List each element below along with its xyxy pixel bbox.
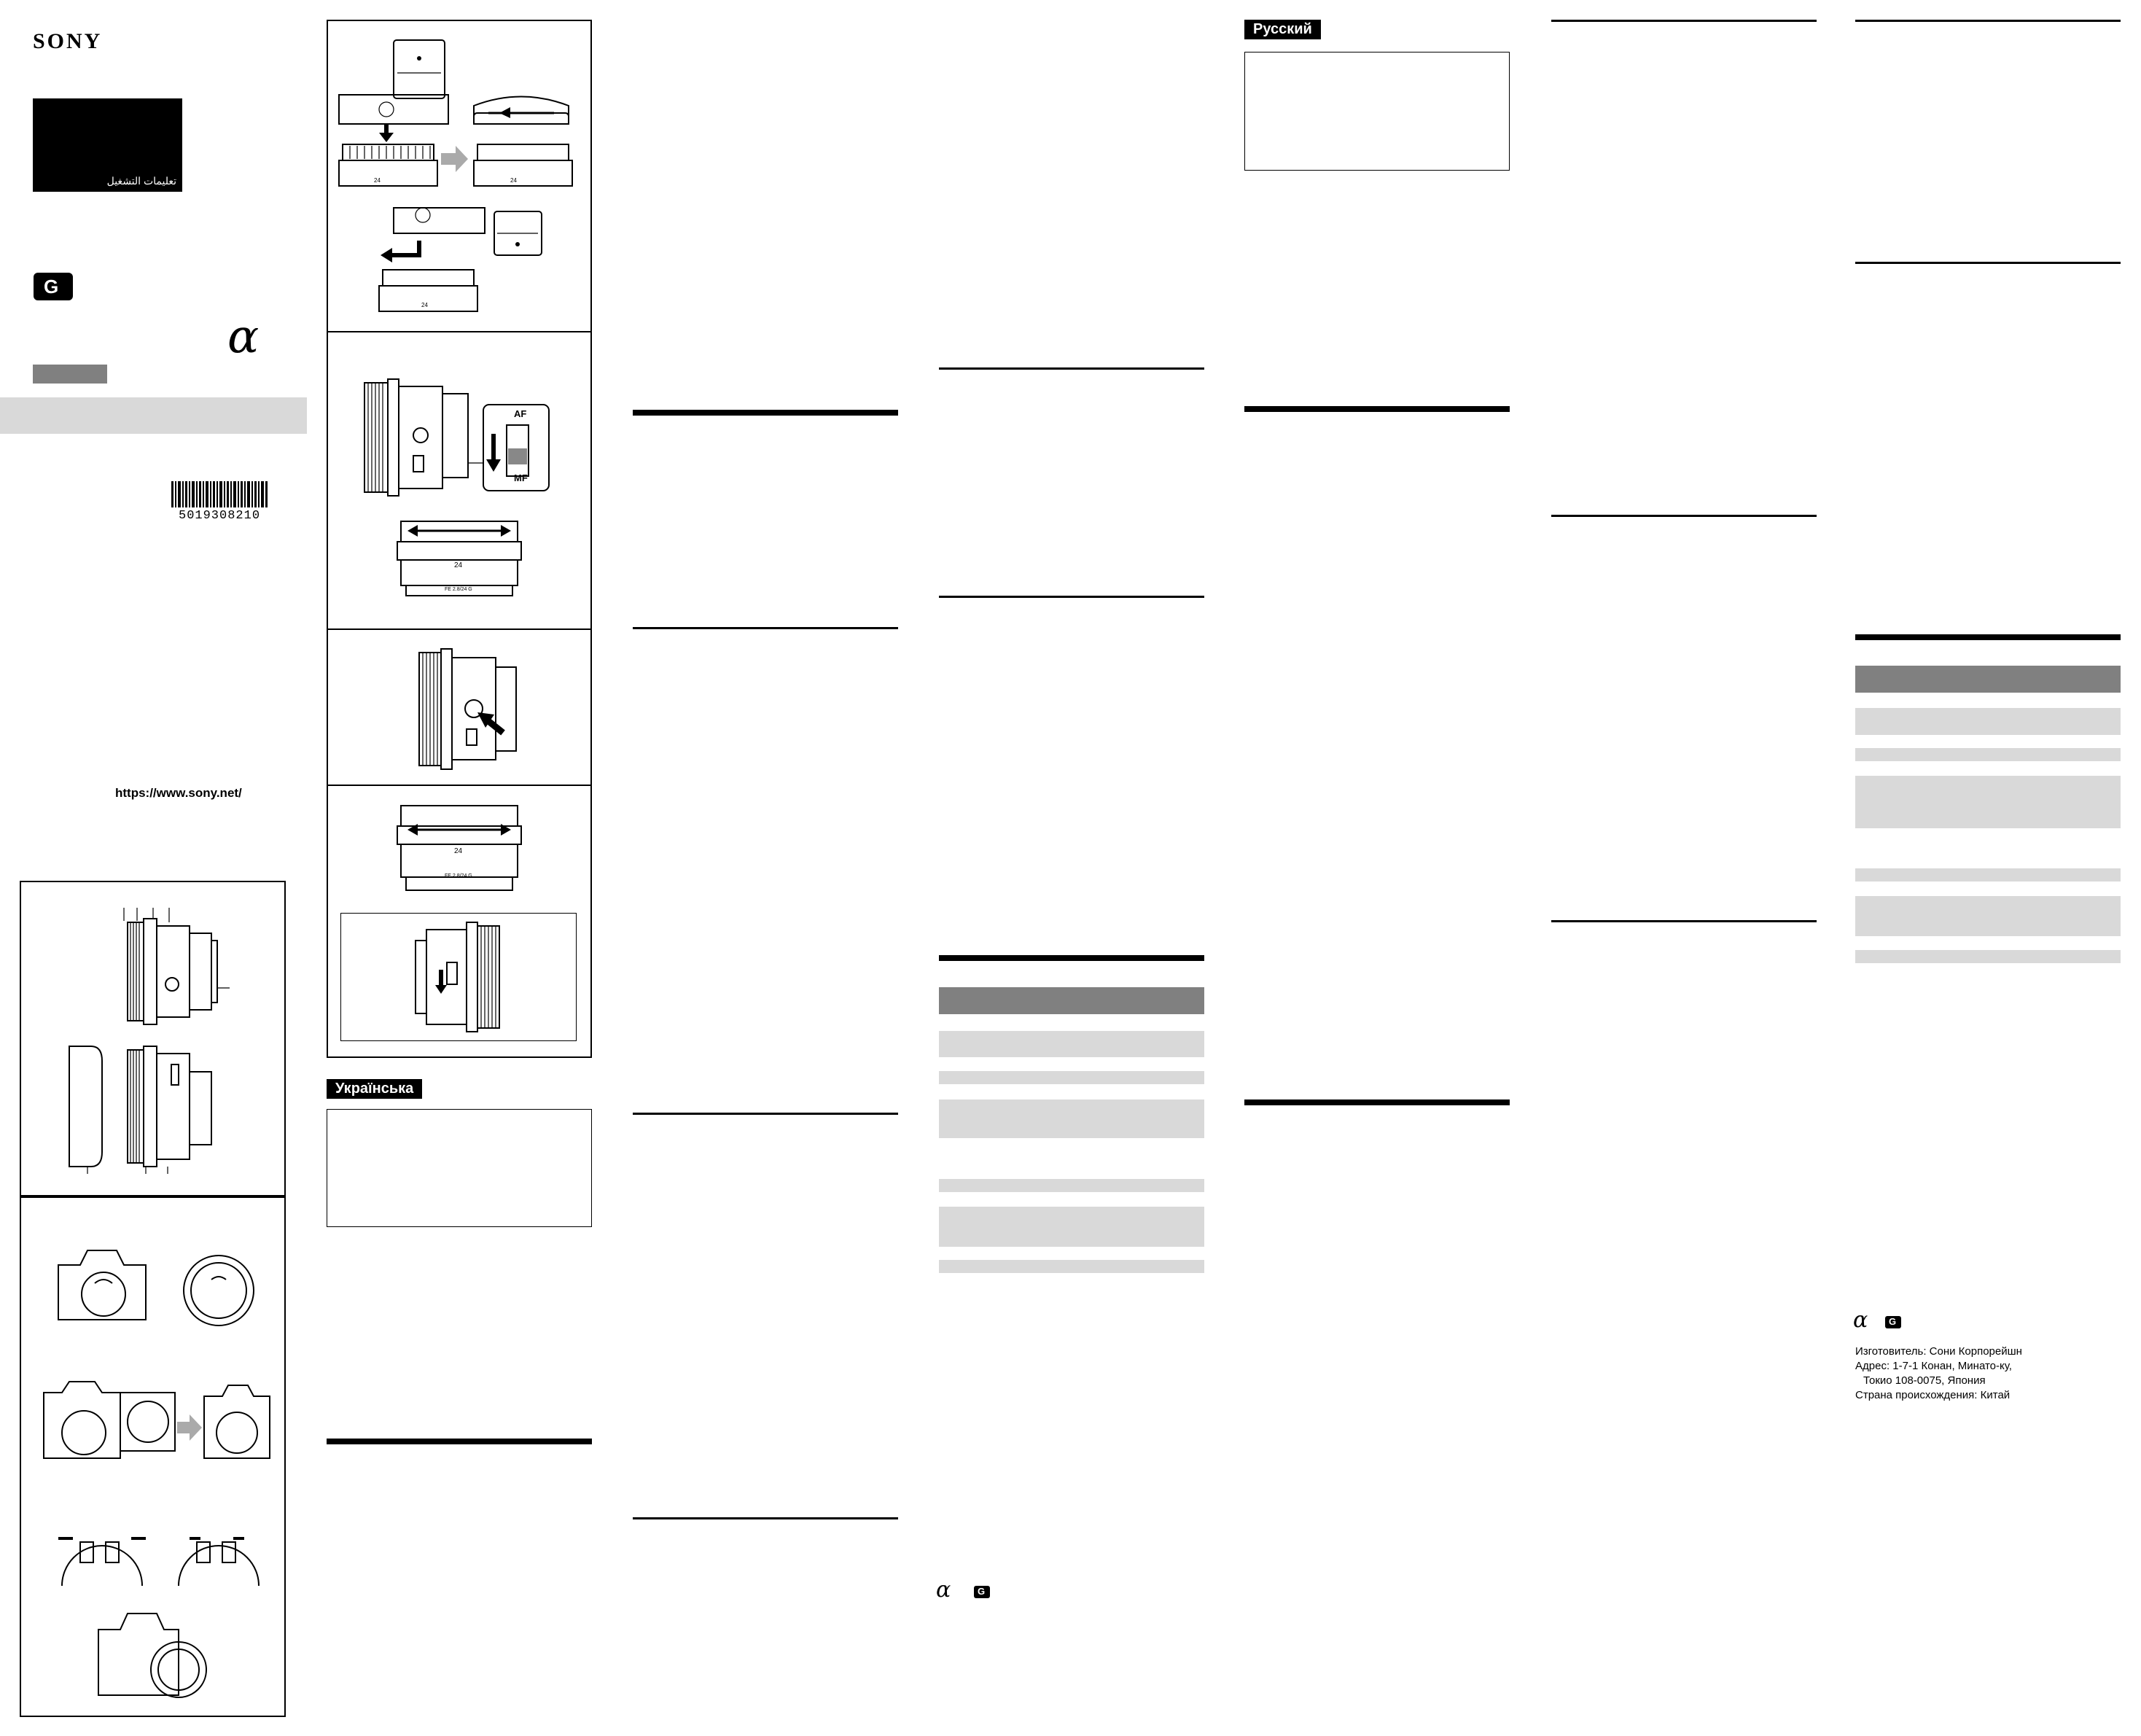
- spec-table-row: [1855, 748, 2121, 761]
- focus-ring-illustration: [397, 521, 522, 596]
- subsection-rule: [633, 627, 898, 629]
- g-badge-icon: G: [34, 273, 73, 300]
- focal-length-marking: 24: [510, 177, 517, 184]
- spec-table-row: [1855, 708, 2121, 735]
- front-cap-illustration: [58, 1537, 260, 1587]
- section-rule: [1244, 1099, 1510, 1105]
- subsection-rule: [939, 367, 1204, 370]
- hood-attach-illustration: [338, 39, 573, 312]
- spec-table-row: [939, 1207, 1204, 1247]
- subsection-rule: [939, 596, 1204, 598]
- address-line-1: Адрес: 1-7-1 Конан, Минато-ку,: [1855, 1360, 2012, 1372]
- section-rule: [1855, 634, 2121, 640]
- country-of-origin: Страна происхождения: Китай: [1855, 1389, 2011, 1401]
- spec-table-row: [939, 1071, 1204, 1084]
- section-rule: [327, 1439, 592, 1444]
- mf-label: MF: [514, 472, 528, 483]
- subsection-rule: [1551, 20, 1817, 22]
- spec-table-row: [1855, 950, 2121, 963]
- sony-logo: SONY: [33, 29, 103, 53]
- russian-notice-box: [1244, 52, 1510, 171]
- spec-table-row: [1855, 868, 2121, 881]
- spec-table-row: [1855, 776, 2121, 828]
- address-line-2: Токио 108-0075, Япония: [1863, 1374, 1986, 1387]
- spec-table-row: [939, 1031, 1204, 1057]
- lens-rear-cap-illustration: [183, 1255, 254, 1326]
- focal-length-marking: 24: [374, 177, 381, 184]
- lens-side-view-illustration: [123, 908, 230, 1025]
- focus-mode-switch-illustration: [364, 378, 550, 497]
- barcode: [171, 481, 268, 507]
- section-rule: [633, 410, 898, 416]
- focus-ring-direction-illustration: [397, 805, 522, 891]
- subsection-rule: [633, 1113, 898, 1115]
- divider: [327, 628, 592, 630]
- lens-rear-view-illustration: [69, 1046, 212, 1174]
- divider: [327, 331, 592, 332]
- camera-body-cap-illustration: [58, 1250, 147, 1320]
- af-label: AF: [514, 408, 527, 419]
- subsection-rule: [1551, 920, 1817, 922]
- section-rule: [1244, 406, 1510, 412]
- spec-table-header: [1855, 666, 2121, 693]
- subsection-rule: [1855, 20, 2121, 22]
- alpha-trademark-icon: α: [1853, 1307, 1868, 1333]
- website-link[interactable]: https://www.sony.net/: [115, 786, 242, 800]
- focal-length-marking: 24: [454, 561, 463, 569]
- model-tag: [33, 365, 107, 384]
- lens-model-marking: FE 2.8/24 G: [445, 587, 472, 592]
- spec-table-row: [939, 1179, 1204, 1192]
- spec-table-row: [939, 1099, 1204, 1138]
- divider: [327, 785, 592, 786]
- spec-table-header: [939, 987, 1204, 1014]
- inset-figure-box: [340, 913, 577, 1041]
- section-rule: [939, 955, 1204, 961]
- lens-model-marking: FE 2.8/24 G: [445, 873, 472, 879]
- subsection-rule: [1551, 515, 1817, 517]
- cover-title-block: تعليمات التشغيل: [33, 98, 182, 192]
- parts-figure-box: [20, 881, 286, 1196]
- operations-figure-frame: [327, 20, 592, 1058]
- russian-section-tag: Русский: [1244, 20, 1321, 39]
- spec-table-row: [1855, 896, 2121, 936]
- ukrainian-section-tag: Українська: [327, 1079, 423, 1099]
- spec-table-row: [939, 1260, 1204, 1273]
- subsection-rule: [633, 1517, 898, 1519]
- manufacturer-text: Изготовитель: Сони Корпорейшн: [1855, 1345, 2022, 1358]
- mount-alignment-illustration: [43, 1381, 270, 1459]
- focal-length-marking: 24: [421, 302, 428, 308]
- focus-hold-button-illustration: [418, 648, 517, 770]
- camera-with-lens-illustration: [98, 1613, 207, 1698]
- switch-inset-illustration: [415, 922, 500, 1032]
- cover-gray-band: [0, 397, 307, 434]
- g-trademark-icon: G: [1885, 1316, 1901, 1328]
- attaching-figure-box: [20, 1196, 286, 1717]
- arabic-title: تعليمات التشغيل: [106, 175, 176, 187]
- subsection-rule: [1855, 262, 2121, 264]
- ukrainian-notice-box: [327, 1109, 592, 1227]
- focal-length-marking: 24: [454, 847, 463, 855]
- alpha-logo-icon: α: [227, 310, 260, 364]
- g-trademark-icon: G: [974, 1586, 990, 1598]
- barcode-number: 5019308210: [179, 509, 261, 523]
- alpha-trademark-icon: α: [936, 1577, 951, 1603]
